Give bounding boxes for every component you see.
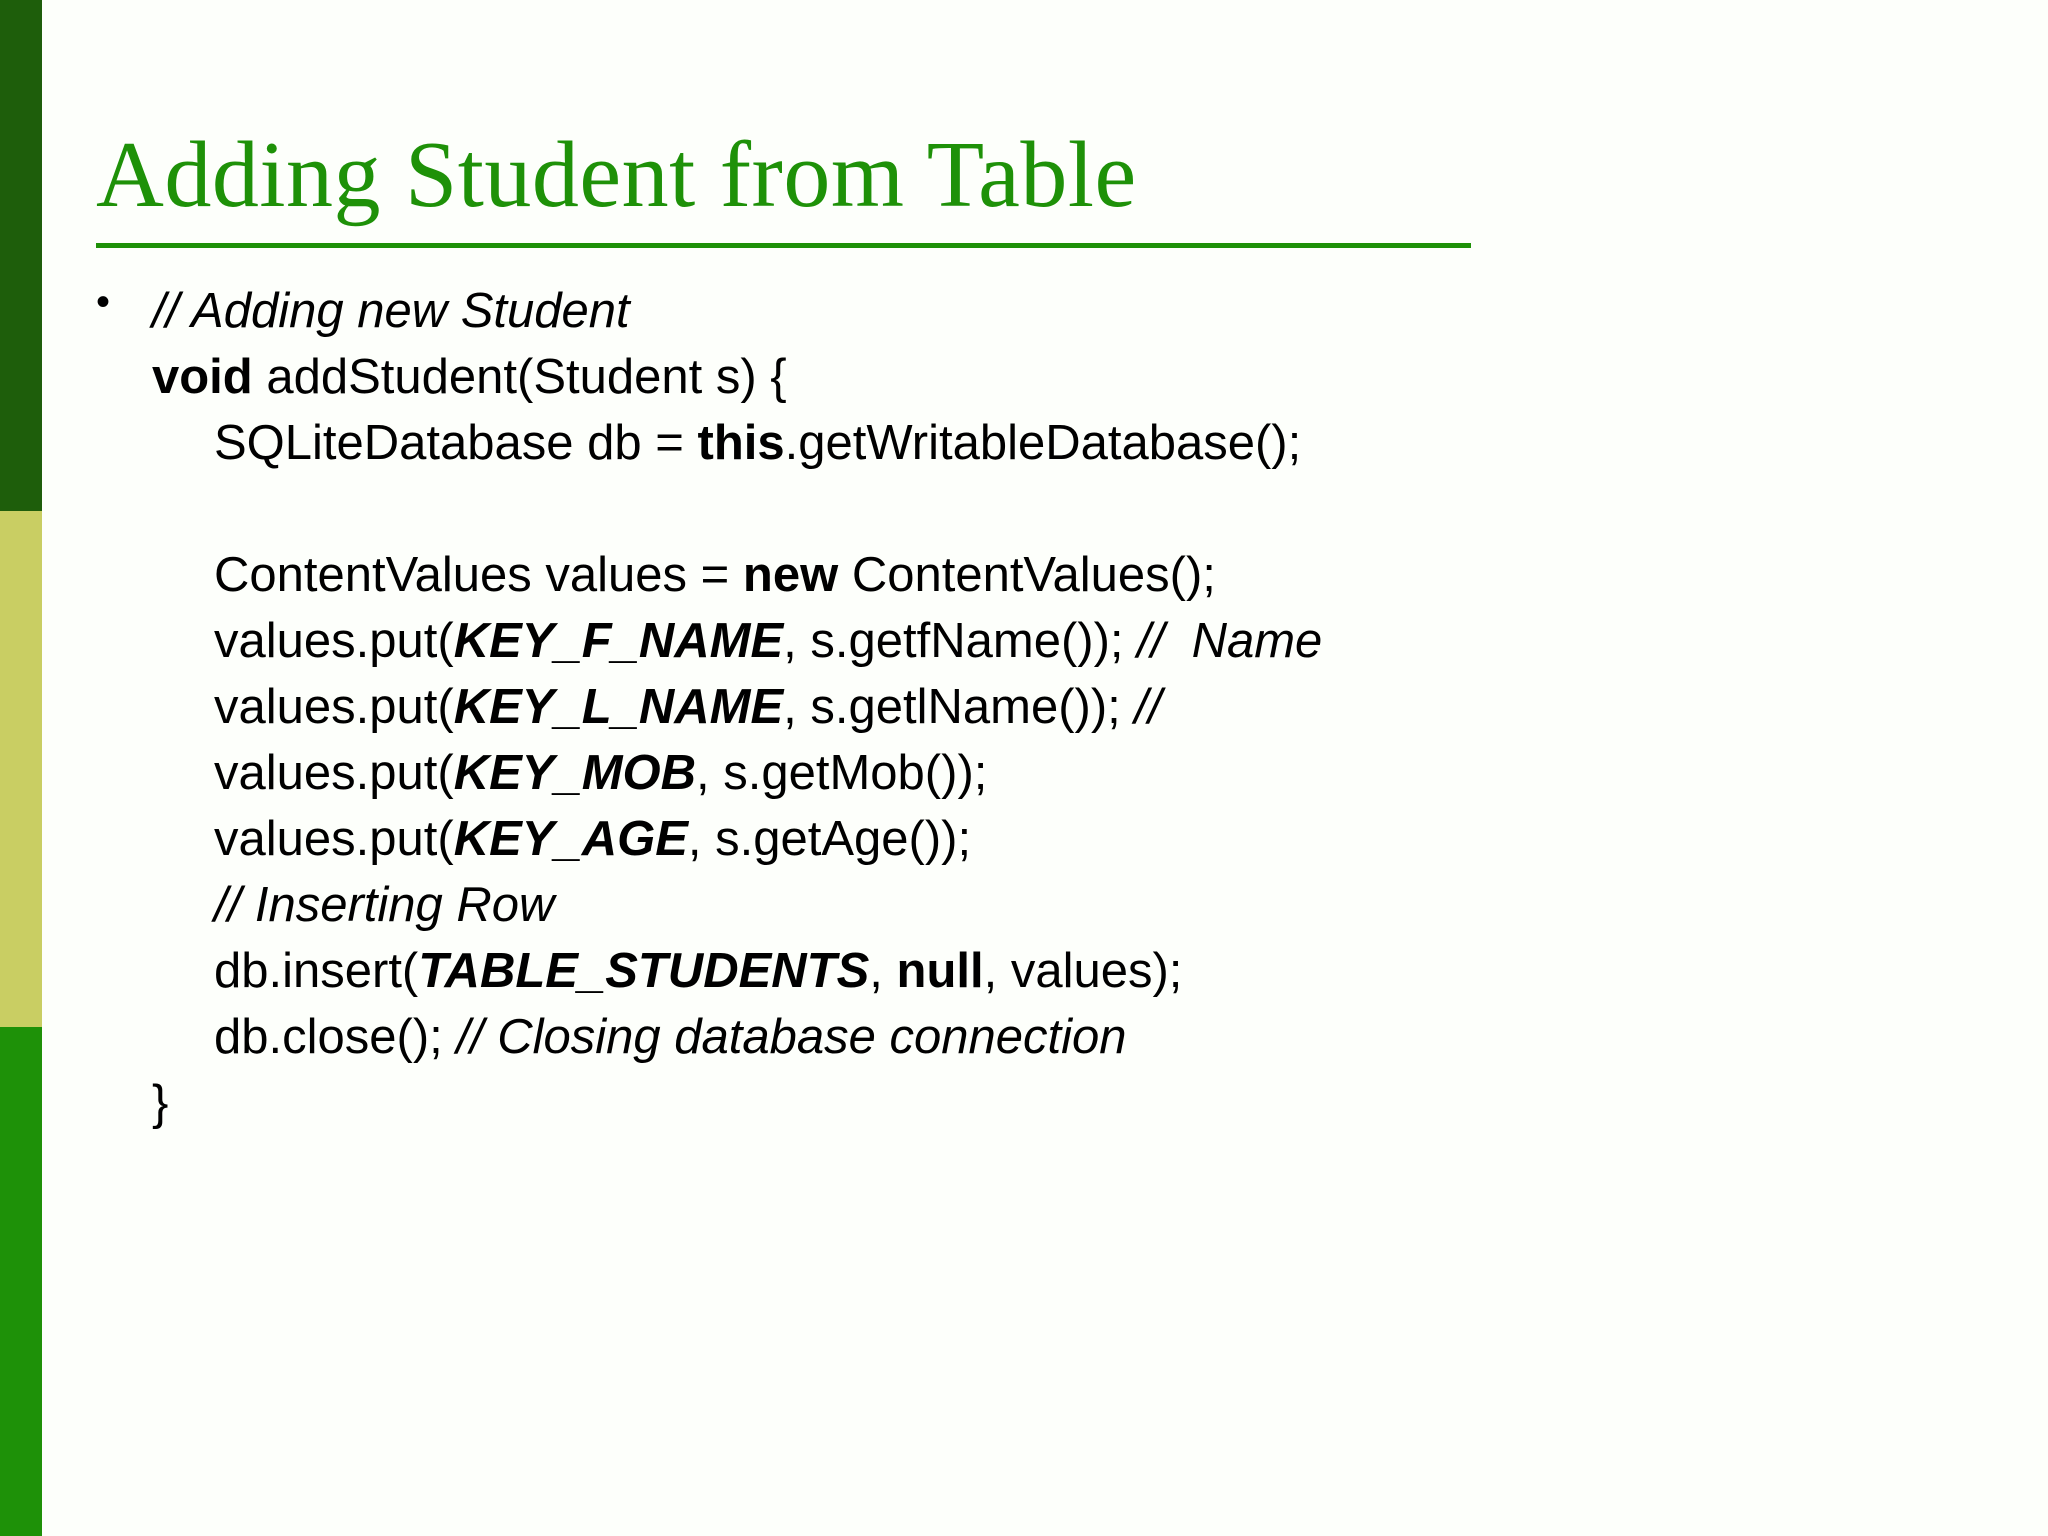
code-segment: , s.getAge()); — [687, 812, 972, 866]
code-segment: void — [152, 350, 253, 404]
title-container: Adding Student from Table — [96, 123, 1968, 227]
code-line — [152, 476, 1996, 542]
code-segment: KEY_AGE — [453, 812, 688, 866]
khaki-band — [0, 511, 42, 1027]
code-segment: values.put( — [214, 614, 454, 668]
title-underline-rule — [96, 243, 1471, 248]
code-segment: values.put( — [214, 680, 454, 734]
code-segment: // Closing database connection — [456, 1010, 1127, 1064]
code-segment: , s.getMob()); — [696, 746, 988, 800]
code-segment: // Adding new Student — [152, 284, 630, 338]
code-segment: SQLiteDatabase db = — [214, 416, 698, 470]
code-segment: ContentValues values = — [214, 548, 743, 602]
code-line: void addStudent(Student s) { — [152, 344, 1996, 410]
code-segment: addStudent(Student s) { — [252, 350, 787, 404]
code-segment: values.put( — [214, 746, 454, 800]
code-segment: // Inserting Row — [214, 878, 555, 932]
code-segment: , values); — [983, 944, 1183, 998]
code-line: values.put(KEY_F_NAME, s.getfName()); //… — [152, 608, 1996, 674]
code-segment: } — [152, 1076, 169, 1130]
code-segment: ContentValues(); — [838, 548, 1216, 602]
bright-green-band — [0, 1027, 42, 1536]
code-segment: TABLE_STUDENTS — [418, 944, 870, 998]
bullet-list-item: • // Adding new Student void addStudent(S… — [96, 278, 1996, 1136]
code-segment: .getWritableDatabase(); — [784, 416, 1302, 470]
dark-green-band — [0, 0, 42, 511]
code-segment: // Name — [1137, 614, 1323, 668]
code-line: } — [152, 1070, 1996, 1136]
content-body: • // Adding new Student void addStudent(S… — [96, 278, 1996, 1136]
code-segment: null — [896, 944, 984, 998]
code-line: db.insert(TABLE_STUDENTS, null, values); — [152, 938, 1996, 1004]
code-block: // Adding new Student void addStudent(Stu… — [96, 278, 1996, 1136]
code-segment: KEY_F_NAME — [453, 614, 784, 668]
code-line: // Inserting Row — [152, 872, 1996, 938]
code-segment: , — [869, 944, 897, 998]
code-segment: KEY_MOB — [453, 746, 697, 800]
code-line: // Adding new Student — [152, 278, 1996, 344]
code-line: ContentValues values = new ContentValues… — [152, 542, 1996, 608]
code-segment: db.close(); — [214, 1010, 457, 1064]
code-segment: values.put( — [214, 812, 454, 866]
code-segment: // — [1134, 680, 1162, 734]
code-line: values.put(KEY_MOB, s.getMob()); — [152, 740, 1996, 806]
code-segment: this — [697, 416, 785, 470]
code-line: values.put(KEY_AGE, s.getAge()); — [152, 806, 1996, 872]
page-title: Adding Student from Table — [96, 123, 1137, 227]
bullet-icon: • — [96, 280, 111, 324]
code-line: db.close(); // Closing database connecti… — [152, 1004, 1996, 1070]
sidebar-decoration — [0, 0, 42, 1536]
code-segment: , s.getlName()); — [783, 680, 1135, 734]
code-segment: db.insert( — [214, 944, 419, 998]
code-segment: new — [742, 548, 839, 602]
code-segment: KEY_L_NAME — [453, 680, 784, 734]
code-segment: , s.getfName()); — [783, 614, 1138, 668]
code-line: values.put(KEY_L_NAME, s.getlName()); // — [152, 674, 1996, 740]
code-line: SQLiteDatabase db = this.getWritableData… — [152, 410, 1996, 476]
